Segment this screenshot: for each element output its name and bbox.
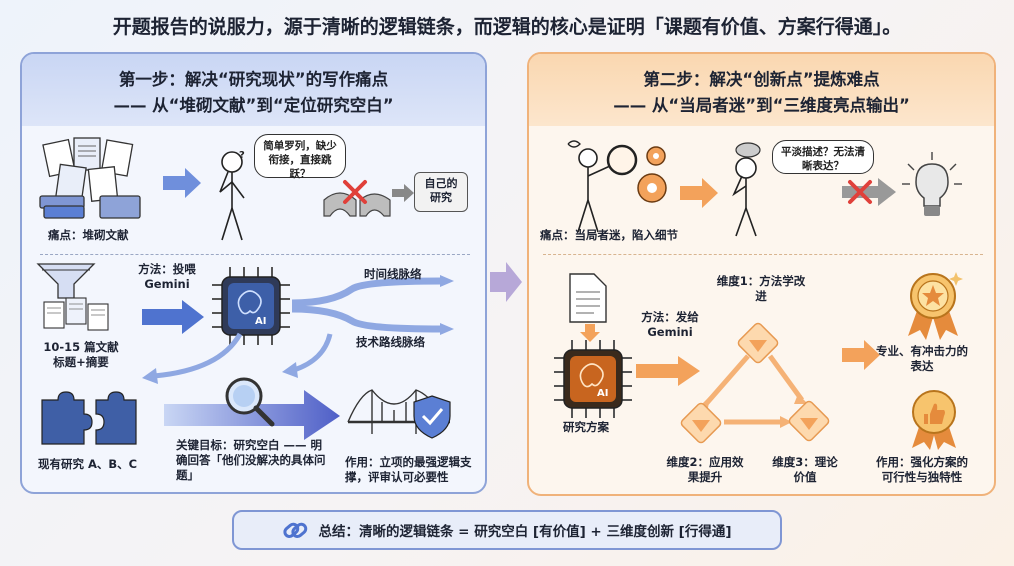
bridge-shield-icon (347, 389, 451, 439)
arrow-right-icon (142, 300, 204, 334)
step1-header: 第一步：解决“研究现状”的写作痛点 —— 从“堆砌文献”到“定位研究空白” (22, 54, 485, 126)
gem-badge-icon (680, 402, 722, 444)
gem-badge-icon (737, 322, 779, 364)
effect-label: 作用：强化方案的可行性与独特性 (876, 455, 968, 484)
arrow-right-icon (636, 356, 700, 386)
branch-arrows (291, 275, 454, 335)
svg-text:?: ? (239, 150, 245, 161)
effect-label: 作用：立项的最强逻辑支撑，评审认可必要性 (345, 455, 472, 484)
key-goal-label: 关键目标：研究空白 —— 明确回答「他们没解决的具体问题」 (176, 438, 326, 482)
arrow-right-icon (163, 168, 201, 198)
step2-header: 第二步：解决“创新点”提炼难点 —— 从“当局者迷”到“三维度亮点输出” (529, 54, 994, 126)
step1-divider (40, 254, 470, 255)
output-expression-label: 专业、有冲击力的表达 (876, 344, 968, 373)
magnifier-icon (225, 377, 275, 427)
chip-label: AI (597, 388, 609, 399)
document-icon (569, 273, 607, 323)
ai-chip-icon (554, 340, 632, 418)
existing-research-label: 现有研究 A、B、C (38, 457, 138, 471)
method-label: 方法：发给 Gemini (641, 310, 699, 339)
cross-mark-icon (848, 180, 872, 204)
curved-arrow-icon (142, 332, 243, 384)
page-headline: 开题报告的说服力，源于清晰的逻辑链条，而逻辑的核心是证明「课题有价值、方案行得通… (112, 16, 902, 38)
step1-title: 第一步：解决“研究现状”的写作痛点 (118, 70, 389, 89)
timeline-output-label: 时间线脉络 (364, 267, 422, 281)
research-plan-label: 研究方案 (563, 420, 609, 434)
dimension2-label: 维度2：应用效果提升 (666, 455, 744, 484)
pain-point-label: 痛点：当局者迷，陷入细节 (540, 228, 678, 242)
chip-label: AI (255, 316, 267, 327)
own-research-box: 自己的研究 (414, 172, 468, 212)
summary-text: 总结：清晰的逻辑链条 = 研究空白 [有价值] + 三维度创新 [行得通] (318, 524, 732, 540)
document-pile-icon (39, 137, 141, 219)
step2-divider (543, 254, 983, 255)
magnifier-gears-person-icon (567, 140, 667, 233)
arrow-right-icon (392, 184, 414, 202)
thought-bubble: 简单罗列，缺少衔接，直接跳跃？ (254, 134, 346, 180)
cross-mark-icon (343, 180, 367, 204)
confused-person-icon (732, 142, 761, 237)
confused-person-icon: ? (219, 150, 245, 241)
summary-bar: 总结：清晰的逻辑链条 = 研究空白 [有价值] + 三维度创新 [行得通] (232, 510, 782, 550)
puzzle-pieces-icon (41, 391, 137, 445)
gap-arrow-icon (164, 390, 340, 440)
blocked-arrow-icon (842, 178, 896, 206)
techroute-output-label: 技术路线脉络 (356, 335, 425, 349)
step2-subtitle: —— 从“当局者迷”到“三维度亮点输出” (613, 96, 910, 115)
gem-badge-icon (788, 400, 830, 442)
lightbulb-icon (902, 152, 962, 216)
thought-bubble: 平淡描述？无法清晰表达？ (772, 140, 874, 174)
funnel-icon (36, 263, 96, 299)
step2-title: 第二步：解决“创新点”提炼难点 (643, 70, 880, 89)
arrow-right-icon (680, 178, 718, 208)
input-papers-label: 10-15 篇文献 标题+摘要 (43, 340, 119, 369)
curved-arrow-icon (282, 333, 333, 378)
method-label: 方法：投喂 Gemini (138, 262, 196, 291)
papers-icon (43, 297, 109, 331)
medal-star-icon (908, 272, 963, 340)
dimension1-label: 维度1：方法学改进 (716, 274, 806, 303)
step1-subtitle: —— 从“堆砌文献”到“定位研究空白” (113, 96, 394, 115)
dimension3-label: 维度3：理论价值 (772, 455, 838, 484)
thumbs-up-badge-icon (912, 390, 956, 450)
pain-point-label: 痛点：堆砌文献 (48, 228, 129, 242)
innovation-triangle (700, 354, 808, 428)
ai-chip-icon (212, 267, 290, 345)
arrow-down-icon (580, 324, 600, 342)
arrow-right-icon (842, 340, 880, 370)
link-icon (283, 522, 308, 538)
step-connector-arrow (490, 262, 522, 302)
